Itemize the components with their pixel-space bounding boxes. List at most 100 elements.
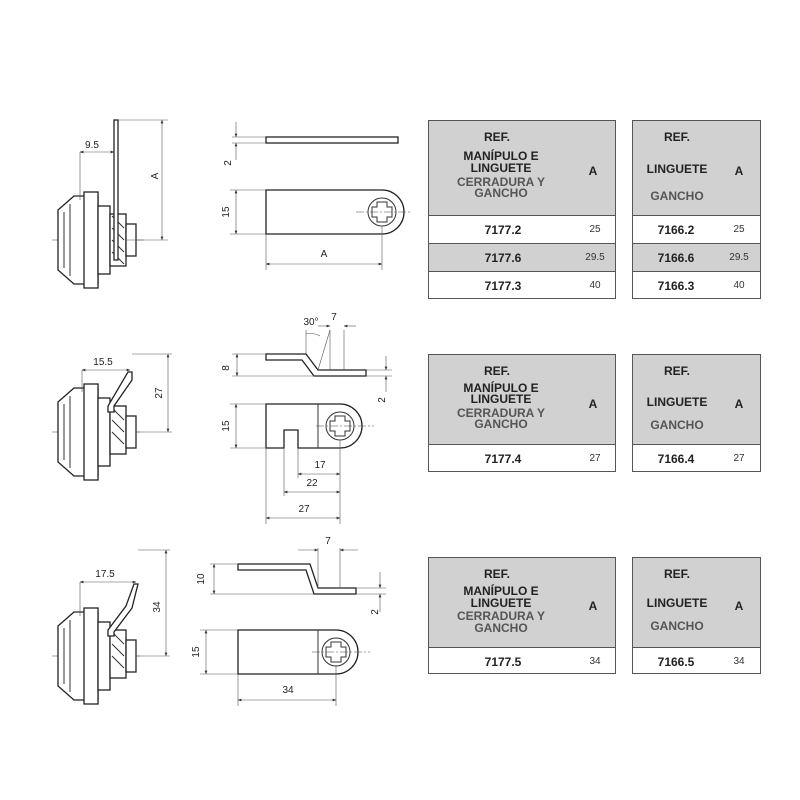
dim-angle-2: 30° <box>303 317 318 328</box>
ref-table-7177-a: REF. MANÍPULO E LINGUETE CERRADURA Y GAN… <box>428 120 616 299</box>
desc-line-2: LINGUETE <box>470 596 532 610</box>
latch-plan-view-2 <box>230 403 374 524</box>
desc-line-4: GANCHO <box>474 186 528 200</box>
table-header: REF. MANÍPULO E LINGUETE CERRADURA Y GAN… <box>429 558 615 647</box>
dim-height-2: 27 <box>154 387 165 399</box>
table-row: 7177.5 34 <box>429 647 615 675</box>
ref-value: 7177.4 <box>484 452 522 466</box>
table-row: 7177.2 25 <box>429 215 615 243</box>
a-value: 40 <box>733 280 745 291</box>
table-row: 7166.2 25 <box>633 215 760 243</box>
col-a-header: A <box>734 599 744 613</box>
desc-line-3: CERRADURA Y <box>456 406 545 420</box>
ref-value: 7177.6 <box>484 251 522 265</box>
latch-top-view-3 <box>210 548 386 612</box>
desc-line-3: CERRADURA Y <box>456 175 545 189</box>
a-value: 25 <box>733 224 745 235</box>
ref-value: 7166.5 <box>657 655 695 669</box>
col-a-header: A <box>734 164 744 178</box>
dim-width-2: 15 <box>221 420 232 432</box>
dim-thickness-3: 2 <box>370 609 381 615</box>
dim-offset-1: 9.5 <box>85 140 99 151</box>
dim-22: 22 <box>306 478 318 489</box>
ref-value: 7166.3 <box>657 279 695 293</box>
dim-rise-3: 10 <box>196 573 207 585</box>
ref-table-7166-a: REF. LINGUETE GANCHO A 7166.2 25 7166.6 … <box>632 120 761 299</box>
ref-label: REF. <box>663 130 690 144</box>
lock-side-view-3 <box>52 583 140 705</box>
table-row: 7177.6 29.5 <box>429 243 615 271</box>
col-a-header: A <box>588 599 598 613</box>
dim-step-2: 7 <box>331 312 337 323</box>
desc-line-4: GANCHO <box>474 621 528 635</box>
dim-step-3: 7 <box>325 536 331 547</box>
dims-side-view-1 <box>79 119 168 241</box>
a-value: 34 <box>733 656 745 667</box>
ref-label: REF. <box>663 567 690 581</box>
dim-length-1: A <box>321 249 328 260</box>
dims-side-view-2 <box>81 353 172 433</box>
desc-line-1: MANÍPULO E <box>463 381 539 395</box>
dim-height-1: A <box>150 172 161 179</box>
dim-width-1: 15 <box>221 206 232 218</box>
desc-line-2: LINGUETE <box>470 392 532 406</box>
dim-thickness-1: 2 <box>223 160 234 166</box>
ref-value: 7177.2 <box>484 223 522 237</box>
ref-table-7166-b: REF. LINGUETE GANCHO A 7166.4 27 <box>632 354 761 472</box>
a-value: 29.5 <box>585 252 605 263</box>
table-header: REF. MANÍPULO E LINGUETE CERRADURA Y GAN… <box>429 121 615 215</box>
ref-value: 7166.2 <box>657 223 695 237</box>
ref-value: 7166.6 <box>657 251 695 265</box>
desc-line-2: LINGUETE <box>470 161 532 175</box>
desc-line-1: MANÍPULO E <box>463 584 539 598</box>
ref-value: 7166.4 <box>657 452 695 466</box>
desc-line-4: GANCHO <box>474 417 528 431</box>
table-header: REF. LINGUETE GANCHO A <box>633 558 760 647</box>
dims-side-view-3 <box>79 549 170 657</box>
desc-line-2: GANCHO <box>650 418 704 432</box>
col-a-header: A <box>588 397 598 411</box>
table-row: 7166.3 40 <box>633 271 760 299</box>
a-value: 25 <box>589 224 601 235</box>
desc-line-1: LINGUETE <box>646 395 708 409</box>
table-header: REF. LINGUETE GANCHO A <box>633 121 760 215</box>
desc-line-1: MANÍPULO E <box>463 149 539 163</box>
latch-top-view-1 <box>232 122 399 160</box>
table-row: 7177.3 40 <box>429 271 615 299</box>
a-value: 34 <box>589 656 601 667</box>
dim-offset-2: 15.5 <box>93 357 113 368</box>
ref-label: REF. <box>483 364 510 378</box>
ref-table-7166-c: REF. LINGUETE GANCHO A 7166.5 34 <box>632 557 761 674</box>
latch-plan-view-3 <box>200 629 370 706</box>
ref-value: 7177.5 <box>484 655 522 669</box>
desc-line-1: LINGUETE <box>646 596 708 610</box>
dim-width-3: 15 <box>191 646 202 658</box>
desc-line-1: LINGUETE <box>646 162 708 176</box>
dim-rise-2: 8 <box>221 365 232 371</box>
ref-value: 7177.3 <box>484 279 522 293</box>
latch-plan-view-1 <box>230 189 410 270</box>
a-value: 29.5 <box>729 252 749 263</box>
a-value: 27 <box>589 453 601 464</box>
a-value: 27 <box>733 453 745 464</box>
table-row: 7166.4 27 <box>633 444 760 472</box>
latch-top-view-2 <box>232 324 392 392</box>
table-row: 7177.4 27 <box>429 444 615 472</box>
ref-label: REF. <box>663 364 690 378</box>
a-value: 40 <box>589 280 601 291</box>
table-row: 7166.5 34 <box>633 647 760 675</box>
col-a-header: A <box>734 397 744 411</box>
ref-label: REF. <box>483 567 510 581</box>
lock-side-view-2 <box>52 371 140 481</box>
dim-27: 27 <box>298 504 310 515</box>
col-a-header: A <box>588 164 598 178</box>
dim-17: 17 <box>314 460 326 471</box>
ref-table-7177-c: REF. MANÍPULO E LINGUETE CERRADURA Y GAN… <box>428 557 616 674</box>
desc-line-2: GANCHO <box>650 619 704 633</box>
dim-length-3: 34 <box>282 685 294 696</box>
ref-table-7177-b: REF. MANÍPULO E LINGUETE CERRADURA Y GAN… <box>428 354 616 472</box>
desc-line-3: CERRADURA Y <box>456 609 545 623</box>
table-row: 7166.6 29.5 <box>633 243 760 271</box>
dim-offset-3: 17.5 <box>95 569 115 580</box>
